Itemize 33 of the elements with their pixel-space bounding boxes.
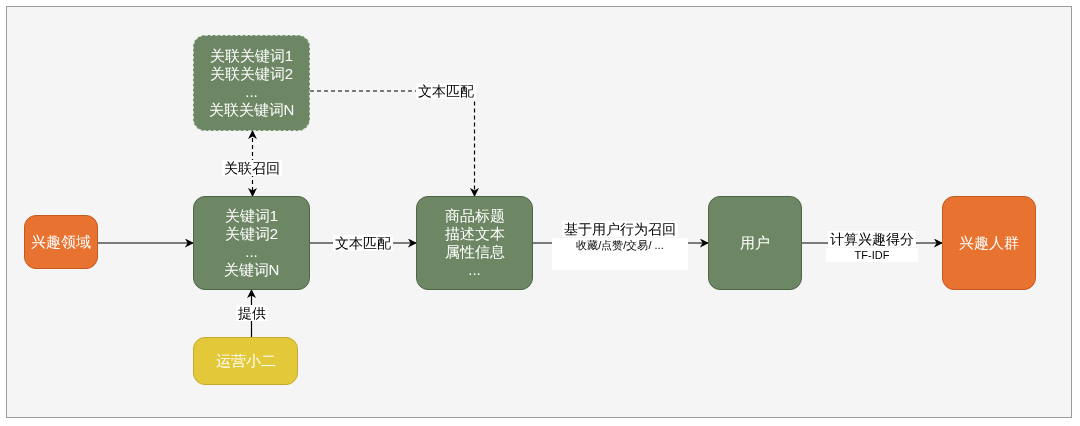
process-box [942, 196, 1036, 290]
edge-label-note: TF-IDF [826, 248, 918, 262]
process-box [708, 196, 802, 290]
node-text: 描述文本 [444, 225, 505, 243]
node-text: 兴趣领域 [31, 233, 91, 251]
process-box [193, 196, 310, 290]
edge-label: 文本匹配 [333, 235, 393, 251]
arrow [97, 238, 194, 248]
node-text: 兴趣人群 [959, 234, 1019, 252]
node-text: ... [468, 261, 481, 279]
node-text: 关联关键词N [208, 101, 295, 119]
node-text: 用户 [740, 234, 770, 252]
edge-label-note: 收藏/点赞/交易/ ... [552, 238, 688, 270]
dashed-arrow [248, 130, 257, 197]
process-box [24, 215, 98, 269]
node-text: 关联关键词2 [209, 65, 294, 83]
edge-label: 提供 [236, 305, 268, 321]
edge-label: 计算兴趣得分 [828, 231, 916, 247]
process-box [193, 337, 298, 385]
process-box [416, 196, 533, 290]
node-text: 关联关键词1 [209, 47, 294, 65]
node-text: ... [245, 83, 258, 101]
node-text: 关键词1 [224, 207, 279, 225]
node-text: 商品标题 [444, 207, 505, 225]
node-text: 关键词2 [224, 225, 279, 243]
edge-label: 关联召回 [222, 160, 282, 176]
node-text: 关键词N [223, 261, 280, 279]
node-text: ... [245, 243, 258, 261]
edge-label: 基于用户行为召回 [562, 221, 678, 237]
node-text: 运营小二 [215, 352, 276, 370]
edge-label: 文本匹配 [416, 83, 476, 99]
process-box [193, 35, 310, 131]
node-text: 属性信息 [444, 243, 505, 261]
